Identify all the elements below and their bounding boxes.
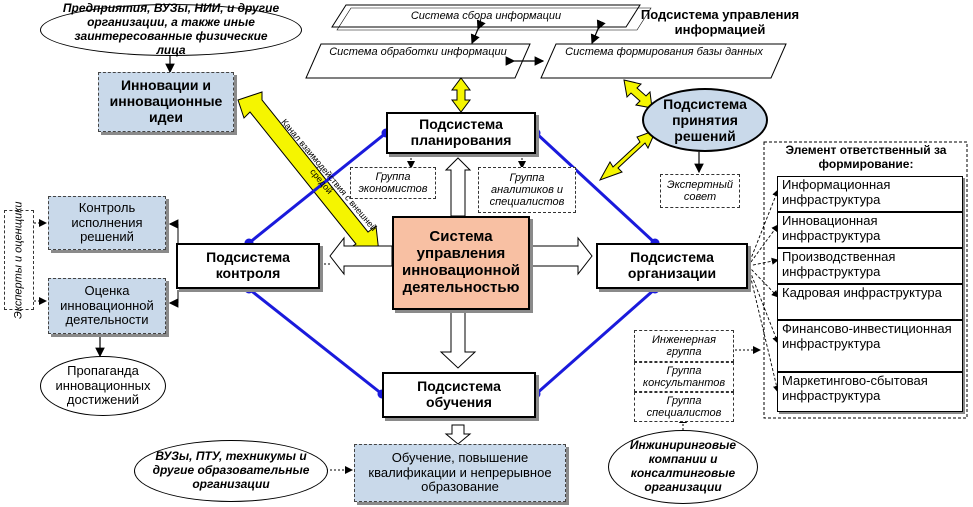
info-subsystem-title: Подсистема управления информацией xyxy=(640,7,800,37)
responsible-item: Финансово-инвестиционная инфраструктура xyxy=(777,320,963,372)
responsible-item: Маркетингово-сбытовая инфраструктура xyxy=(777,372,963,412)
responsible-item: Информационная инфраструктура xyxy=(777,176,963,212)
database-label: Система формирования базы данных xyxy=(565,46,763,58)
yellow-arrow-top xyxy=(451,77,471,113)
control-execution-box: Контроль исполнения решений xyxy=(48,196,166,250)
analysts-note: Группа аналитиков и специалистов xyxy=(478,167,576,213)
economists-note: Группа экономистов xyxy=(350,167,436,199)
processing-label: Система обработки информации xyxy=(329,46,507,58)
experts-side-label: Эксперты и оценщики xyxy=(12,201,25,319)
collect-shape xyxy=(331,4,641,28)
enterprises-oval: Предприятия, ВУЗы, НИИ, и другие организ… xyxy=(40,2,302,57)
responsible-item: Инновационная инфраструктура xyxy=(777,212,963,248)
decision-subsystem: Подсистема принятия решений xyxy=(642,88,768,152)
collect-label: Система сбора информации xyxy=(410,10,562,22)
center-system: Система управления инновационной деятель… xyxy=(392,216,530,310)
database-shape xyxy=(540,43,787,79)
responsible-item: Производственная инфраструктура xyxy=(777,248,963,284)
specialists-group: Группа специалистов xyxy=(634,392,734,422)
training-box: Обучение, повышение квалификации и непре… xyxy=(354,444,566,502)
processing-shape xyxy=(305,43,531,79)
evaluation-box: Оценка инновационной деятельности xyxy=(48,278,166,334)
training-subsystem: Подсистема обучения xyxy=(382,372,536,418)
propaganda-oval: Пропаганда инновационных достижений xyxy=(40,356,166,416)
education-orgs-oval: ВУЗы, ПТУ, техникумы и другие образовате… xyxy=(134,440,328,502)
innovations-box: Инновации и инновационные идеи xyxy=(98,72,234,132)
engineering-group: Инженерная группа xyxy=(634,330,734,362)
responsible-title: Элемент ответственный за формирование: xyxy=(785,143,947,171)
control-subsystem: Подсистема контроля xyxy=(176,243,320,289)
consultants-group: Группа консультантов xyxy=(634,362,734,392)
expert-council-note: Экспертный совет xyxy=(660,174,740,208)
organization-subsystem: Подсистема организации xyxy=(596,243,748,289)
engineering-companies-oval: Инжиниринговые компании и консалтинговые… xyxy=(608,430,758,504)
responsible-item: Кадровая инфраструктура xyxy=(777,284,963,320)
experts-side-note: Эксперты и оценщики xyxy=(4,201,34,319)
planning-subsystem: Подсистема планирования xyxy=(386,112,536,154)
